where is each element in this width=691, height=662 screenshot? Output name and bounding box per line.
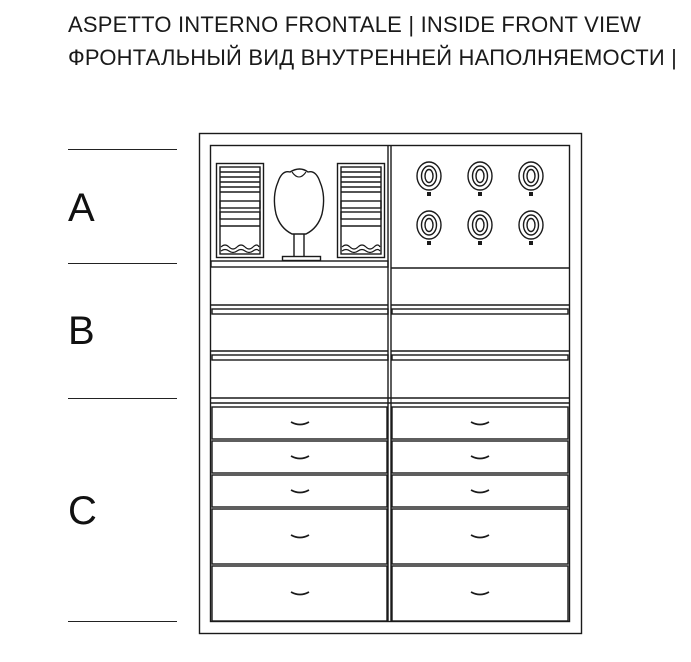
drawer [211, 474, 388, 508]
section-divider [68, 149, 177, 150]
tray-front [211, 308, 389, 315]
drawer-handle-icon [470, 534, 490, 539]
drawer [391, 474, 569, 508]
watch-winder [518, 210, 544, 245]
drawer-handle-icon [290, 489, 310, 494]
section-divider [68, 398, 177, 399]
compartment-a-left [210, 162, 389, 268]
compartment-a-right [391, 161, 569, 269]
drawer-handle-icon [290, 421, 310, 426]
watch-winder [518, 161, 544, 196]
watch-winder [416, 161, 442, 196]
section-b-trays [211, 304, 569, 404]
drawer [211, 565, 388, 622]
section-divider [68, 263, 177, 264]
section-label-a: A [68, 186, 95, 230]
watch-winder [467, 210, 493, 245]
drawer-handle-icon [470, 421, 490, 426]
drawer-handle-icon [290, 455, 310, 460]
drawer [391, 440, 569, 474]
watch-winder [467, 161, 493, 196]
diagram-title-line-1: ASPETTO INTERNO FRONTALE | INSIDE FRONT … [68, 12, 642, 37]
drawer [391, 406, 569, 440]
drawer-handle-icon [290, 591, 310, 596]
section-c-drawers [211, 406, 569, 622]
section-label-b: B [68, 309, 95, 353]
cabinet-outer-frame [198, 132, 583, 635]
drawer [211, 440, 388, 474]
necklace-bust-stand [273, 168, 325, 262]
jewelry-tray-stack [336, 162, 386, 259]
drawer [391, 565, 569, 622]
cabinet-inner-frame [209, 144, 571, 623]
drawer-handle-icon [470, 489, 490, 494]
diagram-title-line-2: ФРОНТАЛЬНЫЙ ВИД ВНУТРЕННЕЙ НАПОЛНЯЕМОСТИ… [68, 45, 678, 70]
drawer-handle-icon [470, 591, 490, 596]
drawer [211, 508, 388, 565]
section-label-c: C [68, 489, 97, 533]
tray-front [211, 354, 389, 361]
drawer [391, 508, 569, 565]
section-divider [68, 621, 177, 622]
drawer [211, 406, 388, 440]
drawer-handles [290, 421, 490, 596]
jewelry-tray-stack [215, 162, 265, 259]
drawer-handle-icon [470, 455, 490, 460]
tray-front [391, 308, 569, 315]
drawer-handle-icon [290, 534, 310, 539]
tray-front [391, 354, 569, 361]
shelf-board [210, 260, 389, 268]
watch-winder [416, 210, 442, 245]
